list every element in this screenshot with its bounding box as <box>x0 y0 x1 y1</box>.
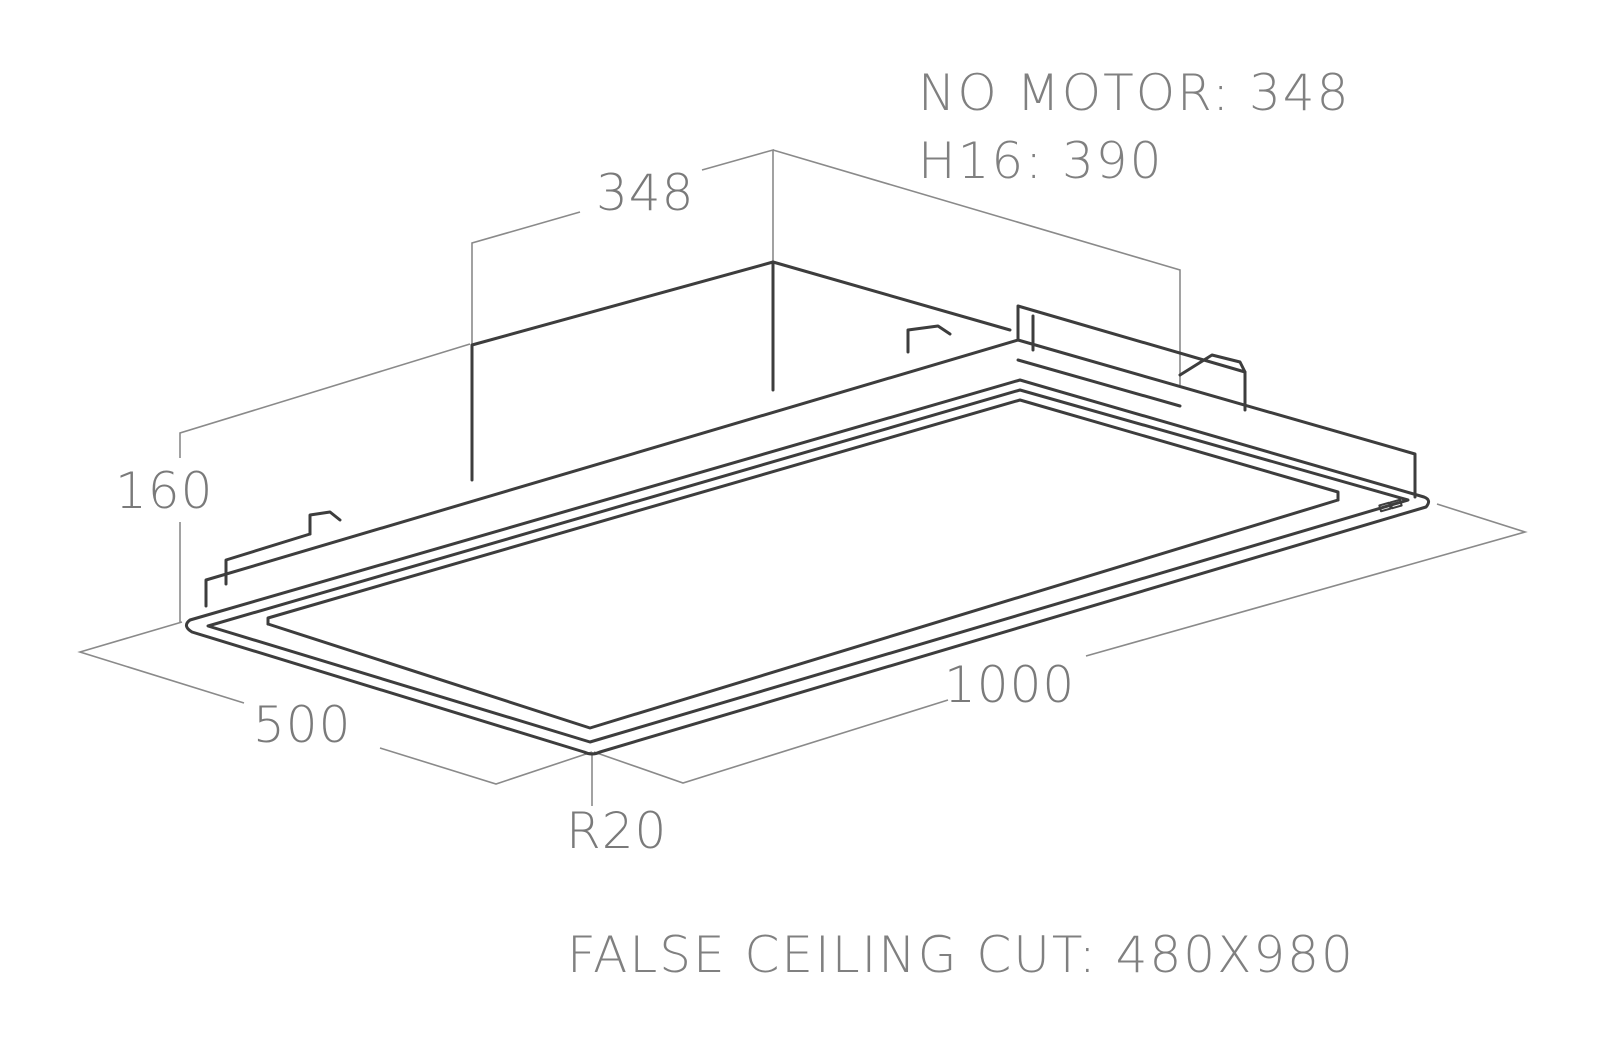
dimension-lines <box>77 148 1528 806</box>
corner-radius-r20: R20 <box>566 802 668 860</box>
upper-frame <box>204 304 1417 608</box>
dimension-1000: 1000 <box>944 656 1076 714</box>
dimension-500: 500 <box>253 696 352 754</box>
dimension-348: 348 <box>596 164 695 222</box>
bottom-frame <box>185 378 1431 756</box>
motor-body <box>470 260 1012 482</box>
no-motor-note: NO MOTOR: 348 <box>918 64 1351 122</box>
dimension-160: 160 <box>115 462 214 520</box>
h16-note: H16: 390 <box>918 132 1164 190</box>
false-ceiling-cut-note: FALSE CEILING CUT: 480X980 <box>567 926 1355 984</box>
